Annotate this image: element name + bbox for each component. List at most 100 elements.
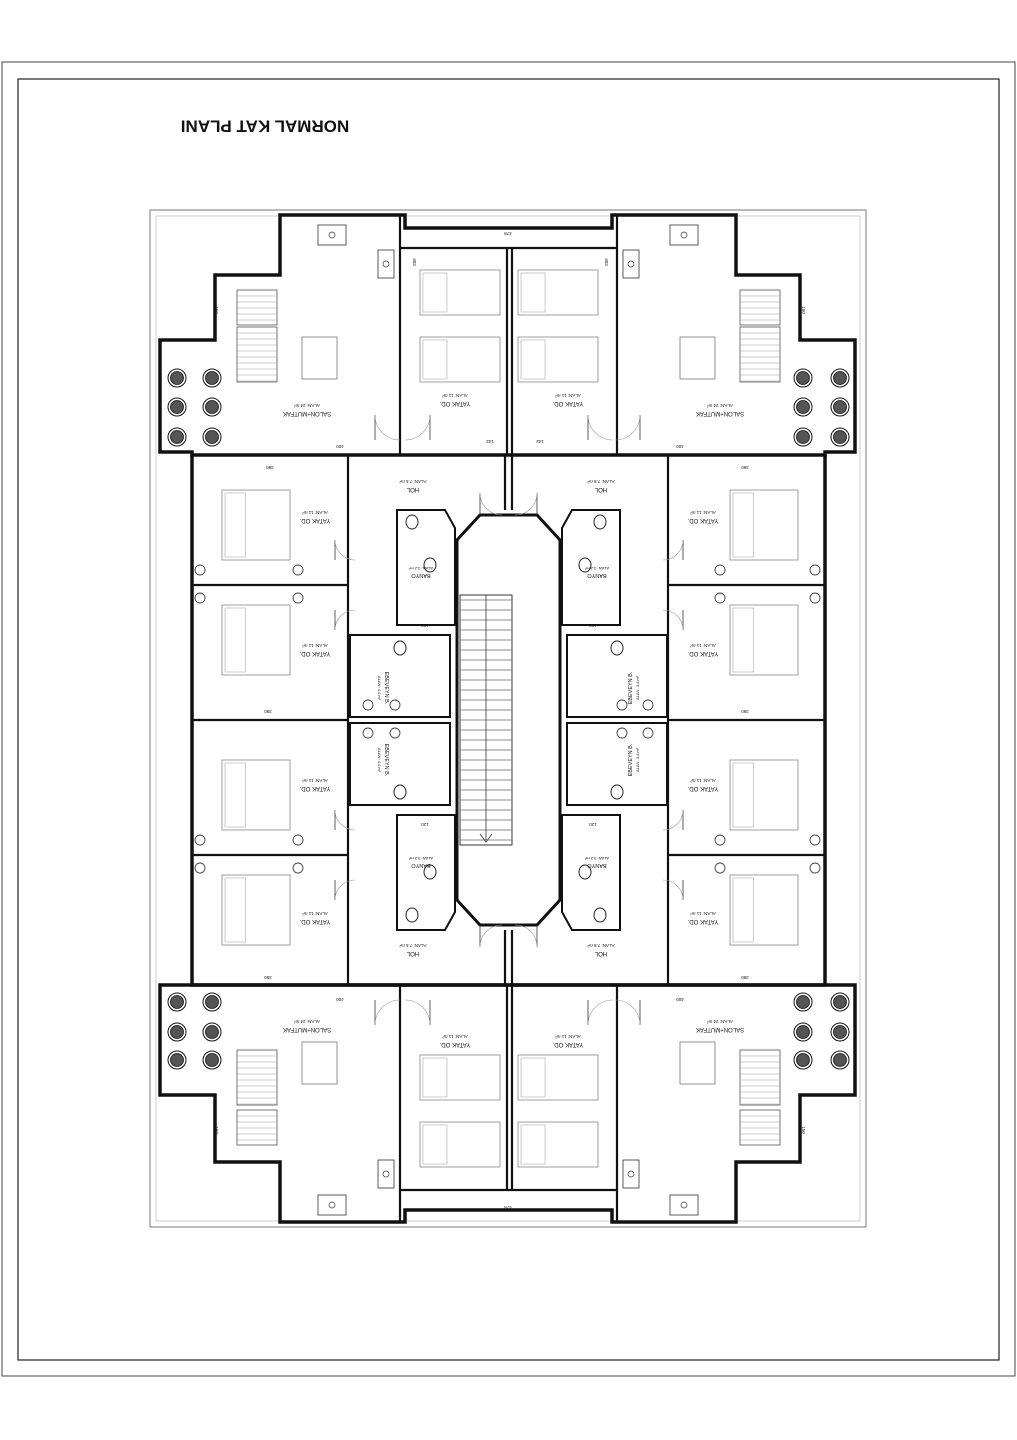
bed bbox=[729, 489, 799, 561]
door bbox=[404, 999, 431, 1026]
kitchen-fixture bbox=[669, 224, 699, 246]
wet-rooms bbox=[349, 509, 668, 931]
door bbox=[374, 414, 401, 441]
sink-fixture bbox=[362, 727, 374, 739]
label-banyo-br: BANYO bbox=[587, 862, 607, 868]
sink-fixture bbox=[194, 564, 206, 576]
sink-fixture bbox=[714, 862, 726, 874]
dim-salon-tl: 400 bbox=[336, 444, 344, 449]
label-yatak-l3: YATAK OD. bbox=[299, 785, 330, 791]
svg-text:ALAN: 11 m²: ALAN: 11 m² bbox=[302, 778, 328, 783]
sofa bbox=[739, 1049, 781, 1106]
svg-text:ALAN: 11 m²: ALAN: 11 m² bbox=[690, 510, 716, 515]
svg-text:ALAN: 3.2 m²: ALAN: 3.2 m² bbox=[408, 856, 433, 861]
column bbox=[167, 1022, 187, 1042]
bed bbox=[221, 489, 291, 561]
label-hol-br: HOL bbox=[594, 950, 607, 956]
label-yatak-b1: YATAK OD. bbox=[439, 1041, 470, 1047]
bed bbox=[419, 336, 501, 383]
label-hol-tl: HOL bbox=[406, 486, 419, 492]
svg-text:ALAN: 11 m²: ALAN: 11 m² bbox=[302, 911, 328, 916]
label-hol-bl: HOL bbox=[406, 950, 419, 956]
label-yatak-r4: YATAK OD. bbox=[687, 918, 718, 924]
kitchen-fixture bbox=[669, 1194, 699, 1216]
door bbox=[662, 609, 684, 631]
dining-table bbox=[679, 336, 716, 380]
label-hol-tr: HOL bbox=[594, 486, 607, 492]
balcony-columns bbox=[167, 368, 850, 1070]
sink-fixture bbox=[194, 592, 206, 604]
column bbox=[793, 1050, 813, 1070]
toilet-fixture bbox=[405, 907, 419, 923]
svg-text:ALAN: 4.4 m²: ALAN: 4.4 m² bbox=[377, 676, 382, 701]
toilet-fixture bbox=[610, 784, 624, 800]
door bbox=[662, 809, 684, 831]
column bbox=[167, 992, 187, 1012]
sink-fixture bbox=[809, 834, 821, 846]
bed bbox=[419, 1121, 501, 1168]
door bbox=[514, 924, 538, 948]
door bbox=[662, 539, 684, 561]
door bbox=[662, 879, 684, 901]
svg-text:ALAN: 11 m²: ALAN: 11 m² bbox=[302, 510, 328, 515]
toilet-fixture bbox=[578, 557, 592, 573]
door bbox=[587, 999, 614, 1026]
label-salon-br: SALON+MUTFAK bbox=[696, 1026, 744, 1032]
dim-wc-4: 120 bbox=[589, 822, 597, 827]
column bbox=[202, 1050, 222, 1070]
sink-fixture bbox=[642, 699, 654, 711]
column bbox=[830, 397, 850, 417]
label-salon-tl: SALON+MUTFAK bbox=[283, 410, 331, 416]
svg-text:ALAN: 7.5 m²: ALAN: 7.5 m² bbox=[399, 943, 427, 948]
door bbox=[374, 999, 401, 1026]
dining-table bbox=[301, 1041, 338, 1085]
svg-text:ALAN: 24 m²: ALAN: 24 m² bbox=[707, 403, 733, 408]
svg-text:ALAN: 24 m²: ALAN: 24 m² bbox=[294, 1019, 320, 1024]
dim-salon-br: 400 bbox=[676, 997, 684, 1002]
column bbox=[830, 368, 850, 388]
dim-bed-depth-2: 403 bbox=[604, 258, 609, 266]
dim-hall-l: 390 bbox=[266, 465, 274, 470]
label-ebeveyn-1: EBEVEYN B. bbox=[383, 672, 389, 705]
interior-walls bbox=[192, 215, 825, 1222]
toilet-fixture bbox=[593, 514, 607, 530]
dim-stair-1: 142 bbox=[486, 439, 494, 444]
bed bbox=[221, 759, 291, 831]
sink-fixture bbox=[292, 834, 304, 846]
sink-fixture bbox=[389, 699, 401, 711]
door-swings bbox=[334, 414, 684, 1026]
door bbox=[479, 924, 503, 948]
sofa bbox=[739, 326, 781, 383]
column bbox=[202, 1022, 222, 1042]
toilet-fixture bbox=[393, 640, 407, 656]
kitchen-fixture bbox=[317, 224, 347, 246]
dim-room-r2: 390 bbox=[741, 975, 749, 980]
label-ebeveyn-4: EBEVEYN B. bbox=[628, 743, 634, 776]
column bbox=[167, 368, 187, 388]
sink-fixture bbox=[809, 862, 821, 874]
column bbox=[793, 1022, 813, 1042]
label-salon-tr: SALON+MUTFAK bbox=[696, 410, 744, 416]
column bbox=[202, 368, 222, 388]
door bbox=[479, 492, 503, 516]
bed bbox=[419, 1054, 501, 1101]
bed bbox=[517, 1054, 599, 1101]
label-yatak-t2: YATAK OD. bbox=[552, 400, 583, 406]
sofa bbox=[236, 326, 278, 383]
toilet-fixture bbox=[593, 907, 607, 923]
label-yatak-l2: YATAK OD. bbox=[299, 650, 330, 656]
label-ebeveyn-2: EBEVEYN B. bbox=[383, 744, 389, 777]
dim-side-r: 150 bbox=[801, 306, 806, 314]
svg-text:ALAN: 11 m²: ALAN: 11 m² bbox=[690, 778, 716, 783]
label-banyo-bl: BANYO bbox=[411, 862, 431, 868]
toilet-fixture bbox=[393, 784, 407, 800]
kitchen-fixture bbox=[377, 1159, 395, 1189]
dim-side-l: 150 bbox=[214, 306, 219, 314]
bed bbox=[729, 759, 799, 831]
dim-bottom: 478 bbox=[504, 1205, 512, 1210]
bed bbox=[419, 269, 501, 316]
column bbox=[793, 992, 813, 1012]
outer-border bbox=[1, 61, 1016, 1377]
svg-text:ALAN: 7.5 m²: ALAN: 7.5 m² bbox=[587, 943, 615, 948]
